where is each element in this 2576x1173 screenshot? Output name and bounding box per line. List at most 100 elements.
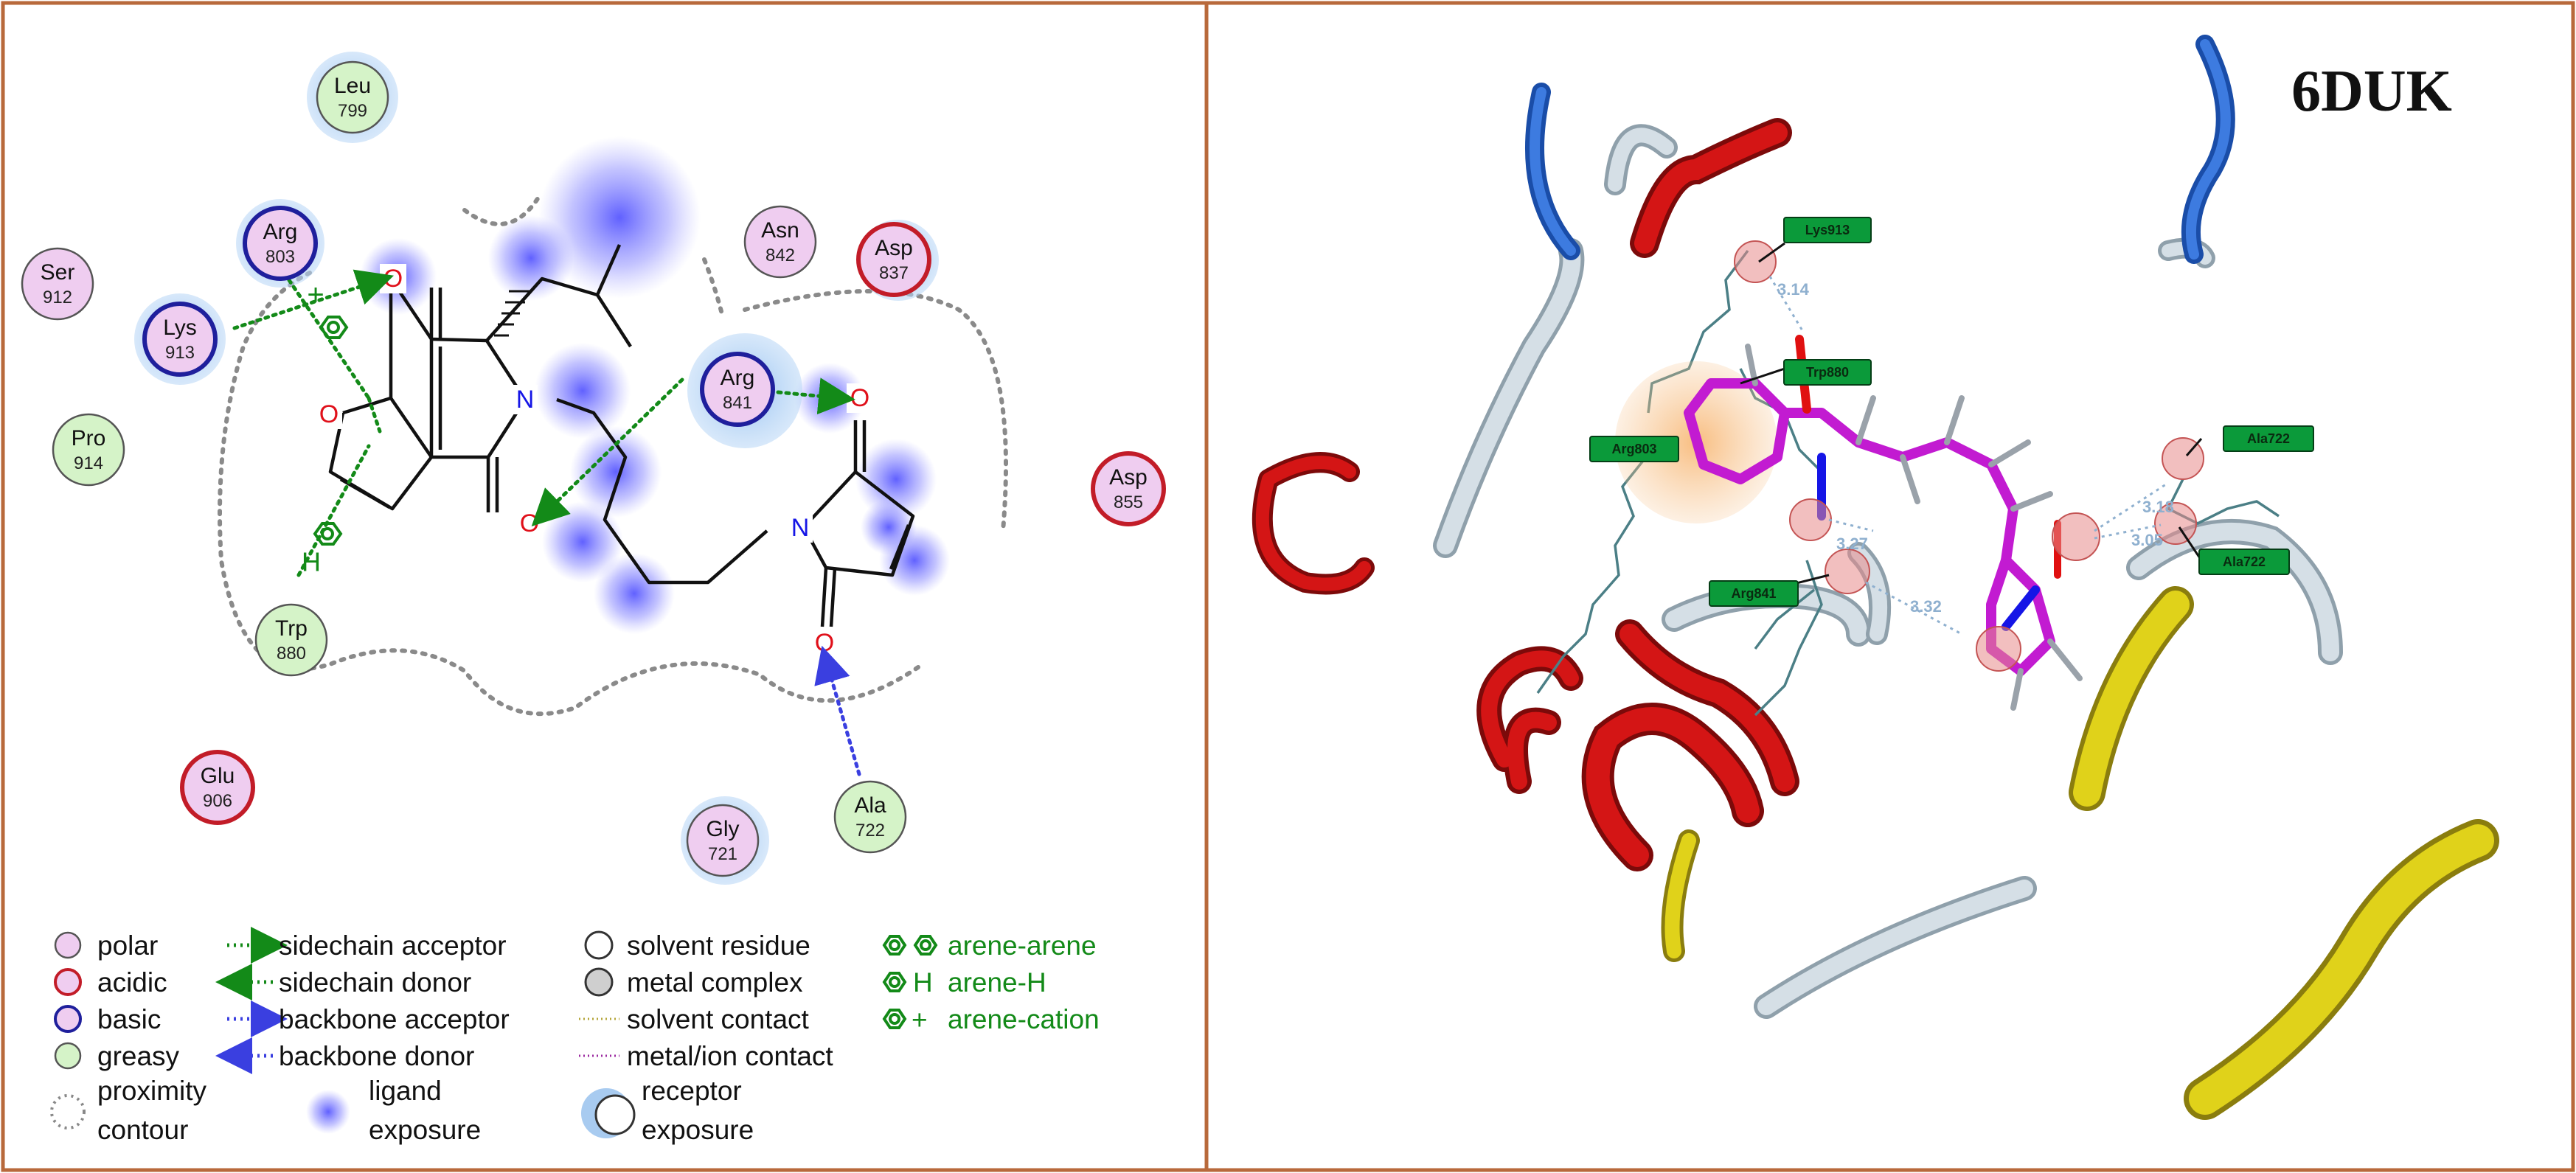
residue-disk-asp837 xyxy=(856,222,931,297)
protein-3d-panel: 3.14 3.32 3.27 3.18 3.05 Lys913 Trp880 A… xyxy=(1251,35,2499,1120)
stereo-hash xyxy=(494,290,531,337)
legend-receptor-exposure-2: exposure xyxy=(642,1115,754,1145)
residue-name-asp855: Asp xyxy=(1109,465,1148,490)
residue-arg841: Arg 841 xyxy=(700,352,775,427)
legend-sidechain-acceptor: sidechain acceptor xyxy=(279,930,507,961)
residue-arg803: Arg803 xyxy=(243,206,318,281)
legend-sidechain-donor: sidechain donor xyxy=(279,967,471,998)
residue-name-lys913: Lys xyxy=(163,316,197,340)
residue-pro914: Pro 914 xyxy=(52,413,125,487)
residue-disk-arg841 xyxy=(700,352,775,427)
residue-number-leu799: 799 xyxy=(338,101,367,121)
residue-number-pro914: 914 xyxy=(74,453,103,473)
atom-o-bottom: O xyxy=(520,509,539,537)
legend-polar: polar xyxy=(97,930,158,961)
residue-number-trp880: 880 xyxy=(277,644,306,664)
residue-asp837: Asp 837 xyxy=(856,222,931,297)
ligand-exposure-blobs xyxy=(360,136,950,634)
legend-basic: basic xyxy=(97,1004,161,1034)
legend-ligand-exposure-2: exposure xyxy=(369,1115,481,1145)
residue-disk-lys913 xyxy=(142,302,218,377)
residue-number-ser912: 912 xyxy=(43,288,72,307)
residue-name-pro914: Pro xyxy=(72,426,106,450)
structure-title: 6DUK xyxy=(2291,59,2452,124)
residue-disk-asp855 xyxy=(1091,451,1166,526)
residue-gly721: Gly 721 xyxy=(686,804,760,877)
residue-name-asp837: Asp xyxy=(875,236,913,260)
residue-disk-arg803 xyxy=(243,206,318,281)
distance-label-3-27: 3.27 xyxy=(1836,535,1868,553)
residue-name-trp880: Trp xyxy=(275,616,308,641)
legend-arene-cation-symbol: + xyxy=(912,1005,928,1035)
atom-o-maleimide-bottom: O xyxy=(815,629,834,657)
atom-n-ring: N xyxy=(516,386,535,414)
residue-disk-glu906 xyxy=(180,750,255,825)
atom-o-maleimide-top: O xyxy=(850,384,869,412)
legend-solvent-contact: solvent contact xyxy=(627,1004,810,1034)
ligand-structure xyxy=(328,244,915,627)
ligand-3d xyxy=(1684,335,2083,711)
blue-strands xyxy=(1525,35,2235,264)
residue-name-ala722: Ala xyxy=(854,793,886,818)
distance-label-3-05: 3.05 xyxy=(2131,531,2163,549)
residue-number-arg841: 841 xyxy=(723,393,752,413)
label-ala722-a: Ala722 xyxy=(2247,431,2290,446)
contact-spheres xyxy=(1734,240,2204,672)
arene-cation-plus: + xyxy=(307,279,324,311)
residue-disk-gly721 xyxy=(686,804,760,877)
residue-name-asn842: Asn xyxy=(761,218,799,243)
legend-backbone-acceptor: backbone acceptor xyxy=(279,1004,510,1034)
arene-h-label: H xyxy=(302,547,321,577)
distance-label-3-32: 3.32 xyxy=(1910,597,1942,616)
proximity-contour xyxy=(218,195,1008,717)
interaction-diagram-panel: O O N O N O O xyxy=(21,52,1166,1145)
residue-leu799: Leu 799 xyxy=(316,60,389,134)
label-ala722-b: Ala722 xyxy=(2223,554,2266,569)
legend-arene-cation: arene-cation xyxy=(948,1004,1100,1034)
label-trp880: Trp880 xyxy=(1806,365,1849,380)
legend-proximity-2: contour xyxy=(97,1115,188,1145)
residue-disk-leu799 xyxy=(316,60,389,134)
arene-symbols xyxy=(313,316,349,546)
residue-ala722: Ala 722 xyxy=(833,780,907,854)
legend-proximity-1: proximity xyxy=(97,1076,207,1106)
label-arg841: Arg841 xyxy=(1731,586,1776,601)
legend-greasy: greasy xyxy=(97,1041,180,1071)
yellow-strands xyxy=(1661,586,2499,1120)
distance-labels: 3.14 3.32 3.27 3.18 3.05 xyxy=(1777,280,2174,616)
legend-arene-h: arene-H xyxy=(948,967,1046,998)
legend-acidic: acidic xyxy=(97,967,167,998)
residue-number-gly721: 721 xyxy=(708,844,737,864)
residue-number-glu906: 906 xyxy=(203,791,232,811)
distance-label-3-14: 3.14 xyxy=(1777,280,1810,299)
legend-metal-ion-contact: metal/ion contact xyxy=(627,1041,833,1071)
residue-name-arg803: Arg xyxy=(263,220,298,244)
residue-name-ser912: Ser xyxy=(41,260,75,285)
distance-lines xyxy=(1768,276,2169,636)
distance-label-3-18: 3.18 xyxy=(2142,498,2174,516)
residue-disk-ala722 xyxy=(833,780,907,854)
residue-disk-ser912 xyxy=(21,247,94,321)
residue-number-asp855: 855 xyxy=(1114,492,1143,512)
residue-disk-pro914 xyxy=(52,413,125,487)
residue-name-gly721: Gly xyxy=(707,817,740,841)
atom-o-ring: O xyxy=(319,400,339,428)
residue-number-ala722: 722 xyxy=(855,821,885,840)
legend-backbone-donor: backbone donor xyxy=(279,1041,474,1071)
legend-arene-h-symbol: H xyxy=(913,967,933,998)
legend-metal-complex: metal complex xyxy=(627,967,803,998)
residue-name-arg841: Arg xyxy=(721,366,755,390)
residue-ser912: Ser 912 xyxy=(21,247,94,321)
legend-solvent-residue: solvent residue xyxy=(627,930,810,961)
legend-arene-arene: arene-arene xyxy=(948,930,1097,961)
residue-number-asp837: 837 xyxy=(879,263,909,283)
legend-receptor-exposure-1: receptor xyxy=(642,1076,742,1106)
legend-ligand-exposure-1: ligand xyxy=(369,1076,442,1106)
atom-n-maleimide: N xyxy=(791,514,810,542)
residue-name-leu799: Leu xyxy=(334,74,371,98)
